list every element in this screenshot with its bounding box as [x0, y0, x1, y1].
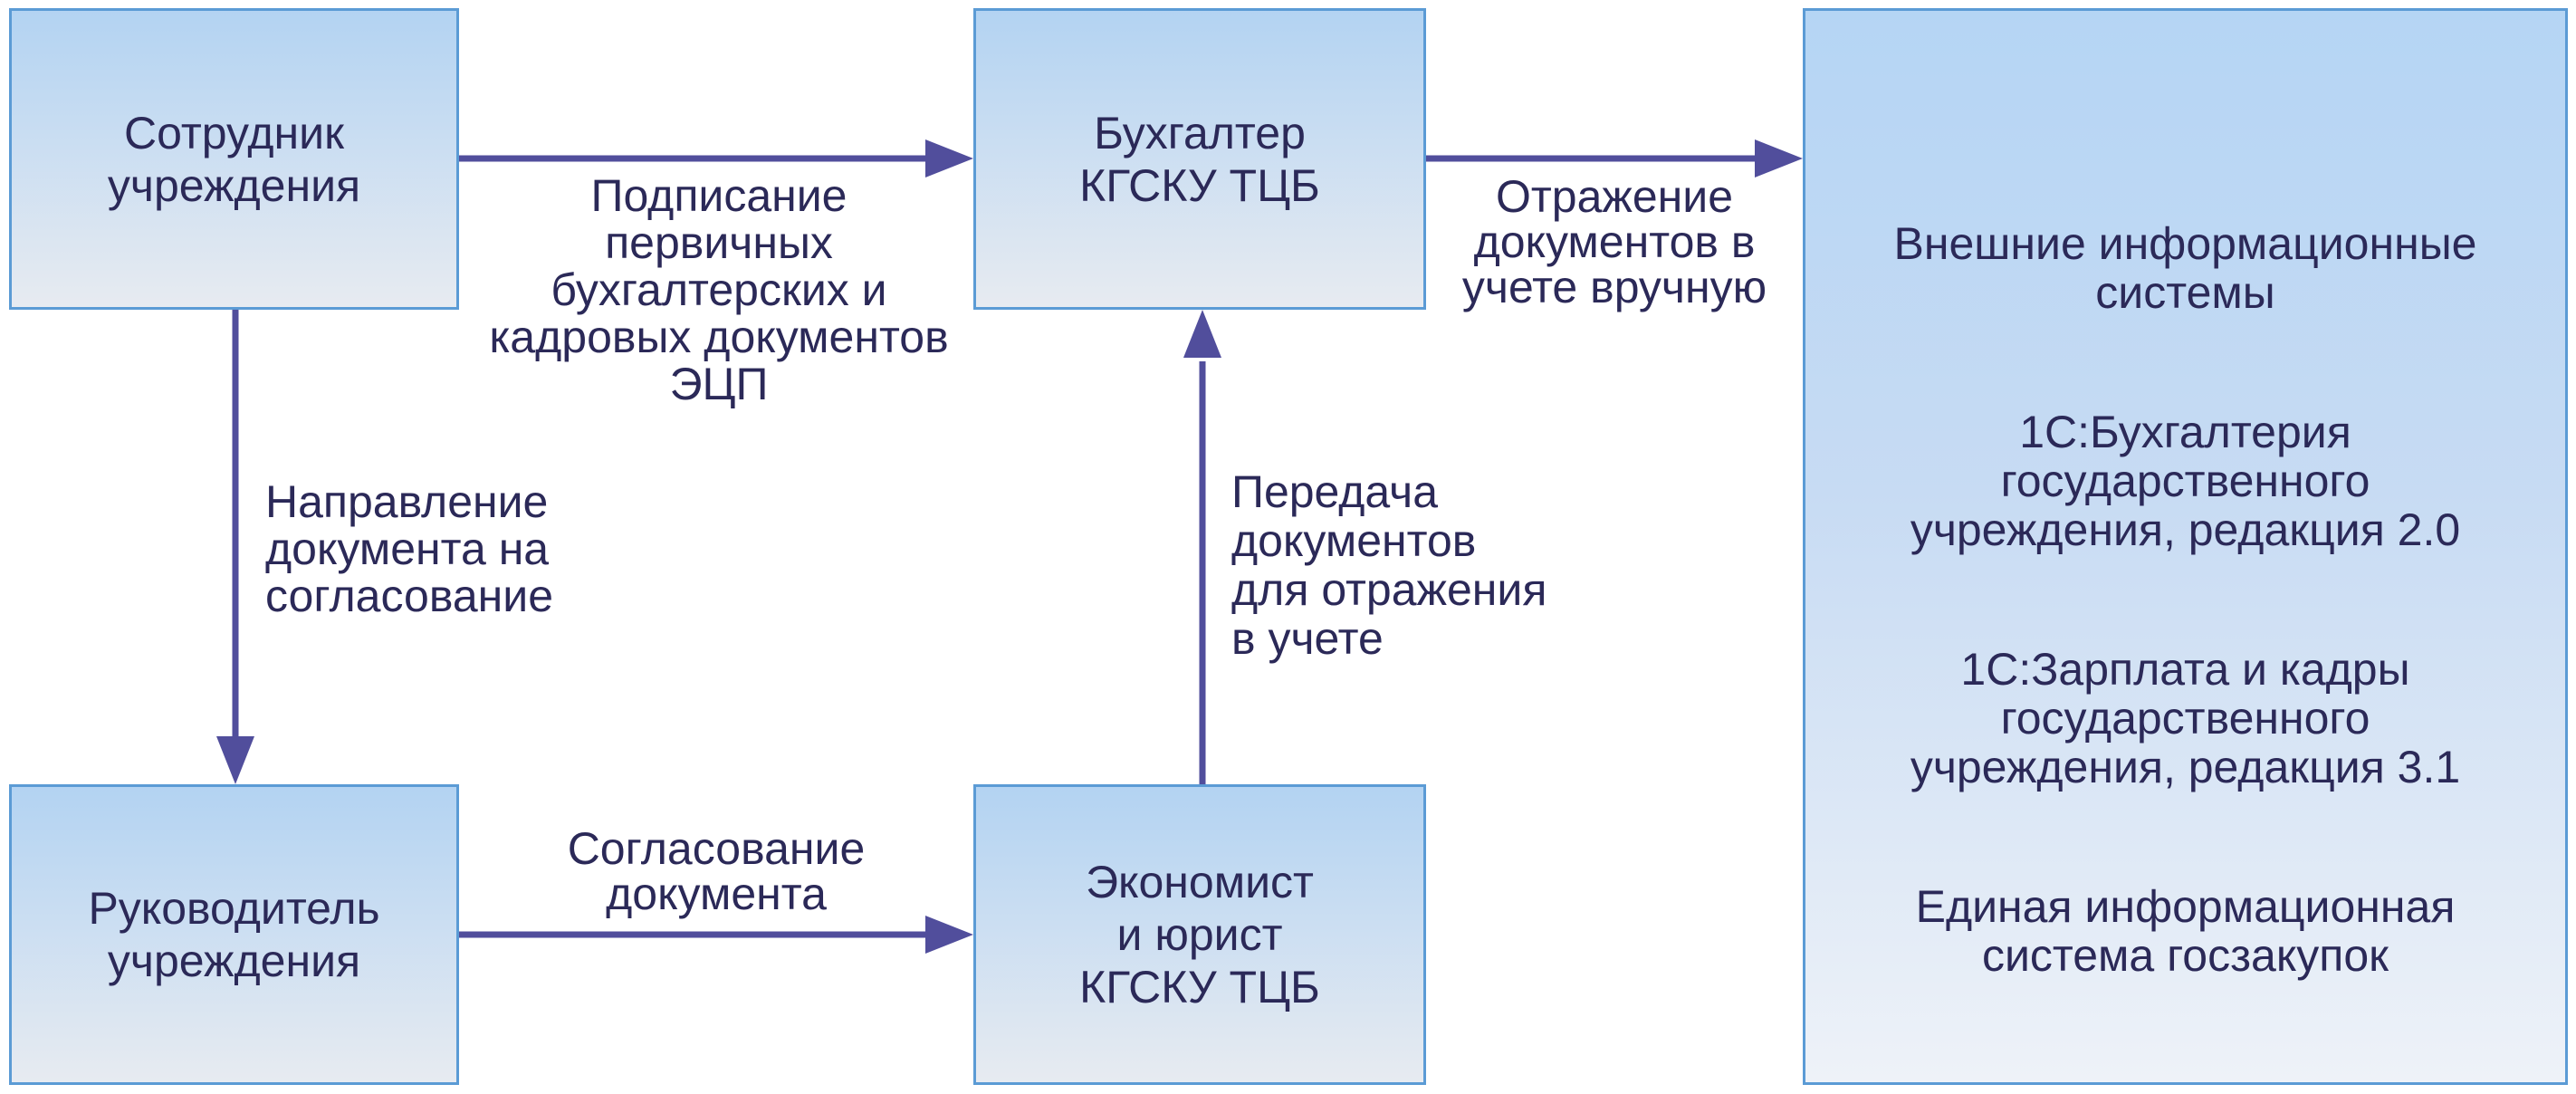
external-systems-list: Внешние информационные системы 1С:Бухгал… [1842, 219, 2529, 980]
node-employee-label: Сотрудник учреждения [107, 107, 361, 211]
external-system-1c-accounting: 1С:Бухгалтерия государственного учрежден… [1910, 407, 2461, 555]
external-system-eis: Единая информационная система госзакупок [1915, 881, 2456, 981]
node-employee: Сотрудник учреждения [9, 8, 459, 310]
node-head-label: Руководитель учреждения [88, 883, 380, 986]
arrow-economist-to-accountant [1183, 310, 1221, 784]
node-head: Руководитель учреждения [9, 784, 459, 1085]
edge-label-manual-reflection: Отражение документов в учете вручную [1461, 171, 1767, 312]
edge-label-signing-documents: Подписание первичных бухгалтерских и кад… [489, 170, 949, 409]
edge-label-transfer-documents: Передача документов для отражения в учет… [1231, 466, 1547, 664]
node-economist-label: Экономист и юрист КГСКУ ТЦБ [1079, 857, 1320, 1012]
arrow-employee-to-accountant [459, 139, 973, 178]
node-external-systems: Внешние информационные системы 1С:Бухгал… [1803, 8, 2568, 1085]
external-system-1c-salary: 1С:Зарплата и кадры государственного учр… [1910, 644, 2461, 792]
edge-label-document-approval: Согласование документа [567, 823, 866, 919]
node-economist: Экономист и юрист КГСКУ ТЦБ [973, 784, 1426, 1085]
arrow-employee-to-head [216, 310, 254, 784]
edge-label-send-for-approval: Направление документа на согласование [265, 476, 554, 621]
arrow-accountant-to-external [1426, 139, 1803, 178]
external-systems-title: Внешние информационные системы [1893, 218, 2477, 318]
arrow-head-to-economist [459, 916, 973, 954]
node-accountant: Бухгалтер КГСКУ ТЦБ [973, 8, 1426, 310]
node-accountant-label: Бухгалтер КГСКУ ТЦБ [1079, 107, 1320, 211]
